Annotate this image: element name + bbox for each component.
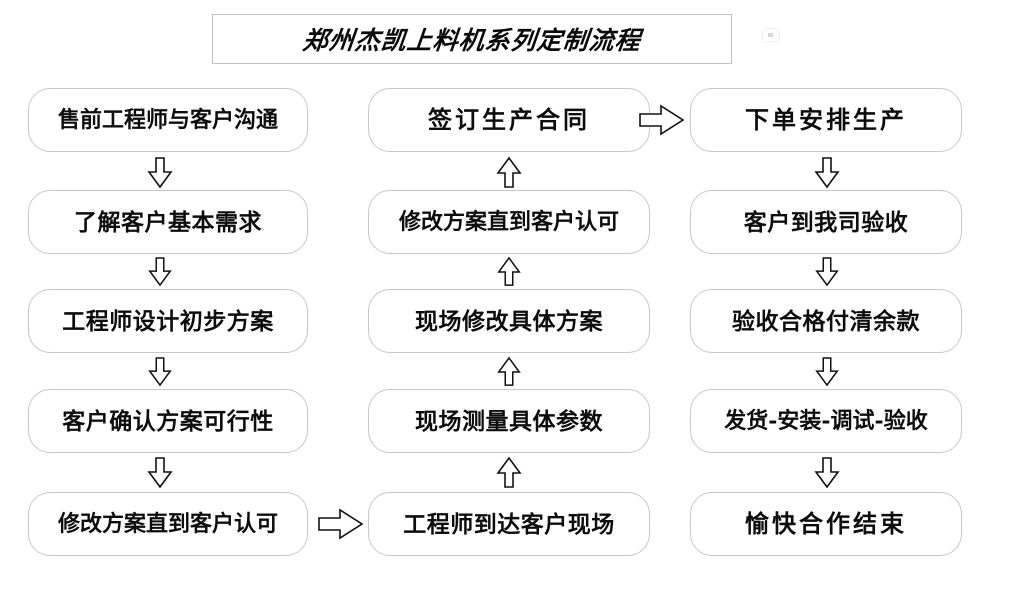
node-right-4-label: 发货-安装-调试-验收 <box>724 408 928 434</box>
node-right-1-label: 下单安排生产 <box>745 105 907 134</box>
arrow-middle-to-right-right-icon <box>639 103 685 137</box>
node-left-3-label: 工程师设计初步方案 <box>62 307 274 335</box>
node-left-2[interactable]: 了解客户基本需求 <box>28 190 308 254</box>
node-middle-1-label: 签订生产合同 <box>428 105 590 134</box>
node-right-4[interactable]: 发货-安装-调试-验收 <box>690 389 962 453</box>
node-middle-5[interactable]: 工程师到达客户现场 <box>368 492 650 556</box>
arrow-right-3-to-4-down-icon <box>812 357 842 387</box>
node-right-5[interactable]: 愉快合作结束 <box>690 492 962 556</box>
chart-title-box: 郑州杰凯上料机系列定制流程 <box>212 14 732 64</box>
arrow-right-2-to-3-down-icon <box>812 257 842 287</box>
node-right-3[interactable]: 验收合格付清余款 <box>690 289 962 353</box>
node-left-1-label: 售前工程师与客户沟通 <box>57 107 278 133</box>
arrow-left-4-to-5-down-icon <box>145 457 175 489</box>
node-middle-4[interactable]: 现场测量具体参数 <box>368 389 650 453</box>
arrow-right-1-to-2-down-icon <box>812 157 842 189</box>
node-middle-3[interactable]: 现场修改具体方案 <box>368 289 650 353</box>
watermark-dot-icon <box>762 28 780 42</box>
arrow-middle-3-to-2-up-icon <box>494 256 524 287</box>
arrow-middle-2-to-1-up-icon <box>494 156 524 189</box>
node-right-1[interactable]: 下单安排生产 <box>690 88 962 152</box>
node-left-1[interactable]: 售前工程师与客户沟通 <box>28 88 308 152</box>
node-left-5[interactable]: 修改方案直到客户认可 <box>28 492 308 556</box>
chart-title: 郑州杰凯上料机系列定制流程 <box>301 26 643 55</box>
arrow-middle-5-to-4-up-icon <box>494 456 524 489</box>
node-middle-2-label: 修改方案直到客户认可 <box>398 209 619 235</box>
node-right-5-label: 愉快合作结束 <box>745 509 907 538</box>
node-right-3-label: 验收合格付清余款 <box>732 307 920 335</box>
arrow-left-to-middle-right-icon <box>318 507 364 541</box>
node-right-2-label: 客户到我司验收 <box>743 208 909 236</box>
arrow-left-3-to-4-down-icon <box>145 357 175 387</box>
arrow-left-2-to-3-down-icon <box>145 257 175 287</box>
node-middle-2[interactable]: 修改方案直到客户认可 <box>368 190 650 254</box>
node-left-2-label: 了解客户基本需求 <box>74 208 262 236</box>
node-middle-5-label: 工程师到达客户现场 <box>403 510 615 538</box>
node-left-4-label: 客户确认方案可行性 <box>62 407 274 435</box>
arrow-right-4-to-5-down-icon <box>812 457 842 489</box>
node-middle-4-label: 现场测量具体参数 <box>415 407 603 435</box>
node-left-4[interactable]: 客户确认方案可行性 <box>28 389 308 453</box>
node-left-5-label: 修改方案直到客户认可 <box>57 511 278 537</box>
arrow-middle-4-to-3-up-icon <box>494 356 524 387</box>
node-right-2[interactable]: 客户到我司验收 <box>690 190 962 254</box>
arrow-left-1-to-2-down-icon <box>145 157 175 189</box>
node-middle-3-label: 现场修改具体方案 <box>415 307 603 335</box>
node-middle-1[interactable]: 签订生产合同 <box>368 88 650 152</box>
node-left-3[interactable]: 工程师设计初步方案 <box>28 289 308 353</box>
